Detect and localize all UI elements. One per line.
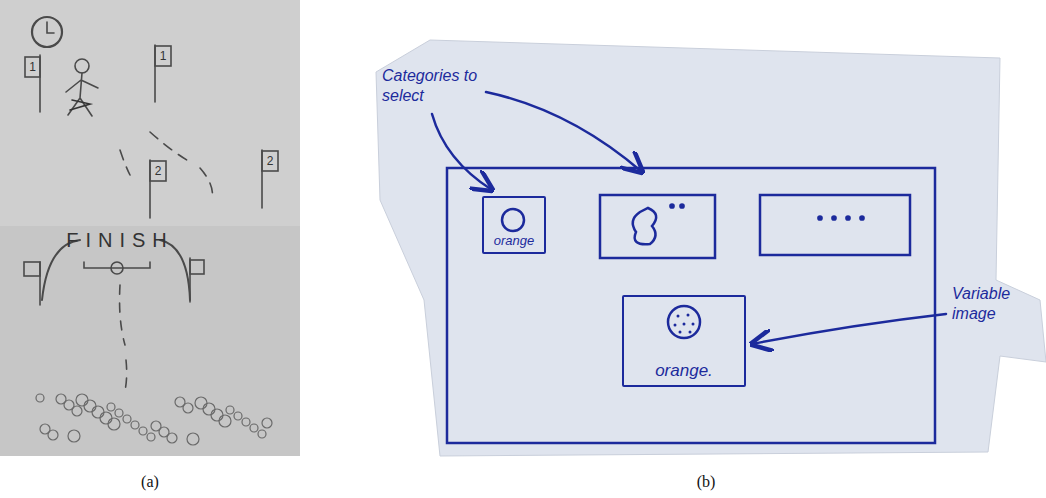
pen-sketch [432,92,946,443]
sketch-ground [0,0,300,226]
crowd-head [68,430,80,442]
label-text: 1 [155,47,171,65]
crowd-head [211,409,223,421]
crowd-head [123,415,131,423]
crowd-head [84,400,96,412]
crowd-head [262,418,272,428]
crowd-head [56,394,66,404]
crowd-head [203,403,215,415]
callout-note: Categories to select [382,66,482,106]
crowd-head [234,412,242,420]
paper-sheet [376,40,1046,456]
flag-number: 1 [25,58,40,76]
label-text: (b) [681,472,731,492]
card-caption: orange [494,233,534,248]
callout-note: Variable image [952,284,1036,324]
crowd-head [187,433,199,445]
crowd-head [131,421,139,429]
crowd-head [175,397,185,407]
crowd-head [115,409,123,417]
card-caption: orange. [655,361,713,381]
label-text: Categories to select [382,66,482,106]
crowd-head [139,427,147,435]
crowd-head [108,418,120,430]
pencil-sketch [24,17,278,395]
sketch-ground [0,226,300,456]
crowd-head [40,424,50,434]
label-text: 1 [25,58,40,76]
crowd-sketch [36,394,272,445]
flag-number: 2 [150,162,166,180]
flag-number: 2 [262,152,278,170]
crowd-head [107,403,115,411]
label-text: FINISH [45,228,195,253]
label-text: (a) [125,472,175,492]
crowd-head [147,433,155,441]
crowd-head [92,406,104,418]
crowd-head [195,397,207,409]
label-text: 2 [262,152,278,170]
crowd-head [226,406,234,414]
crowd-head [76,394,88,406]
panel-caption: (a) [125,472,175,492]
label-text: Variable image [952,284,1036,324]
crowd-head [36,394,44,402]
category-card: orange [482,196,546,254]
crowd-head [100,412,112,424]
label-text: 2 [150,162,166,180]
crowd-head [151,421,161,431]
crowd-head [242,418,250,426]
category-card: orange. [622,295,746,387]
finish-sign: FINISH [45,228,195,253]
flag-number: 1 [155,47,171,65]
crowd-head [250,424,258,432]
crowd-head [258,430,266,438]
crowd-head [219,415,231,427]
panel-caption: (b) [681,472,731,492]
